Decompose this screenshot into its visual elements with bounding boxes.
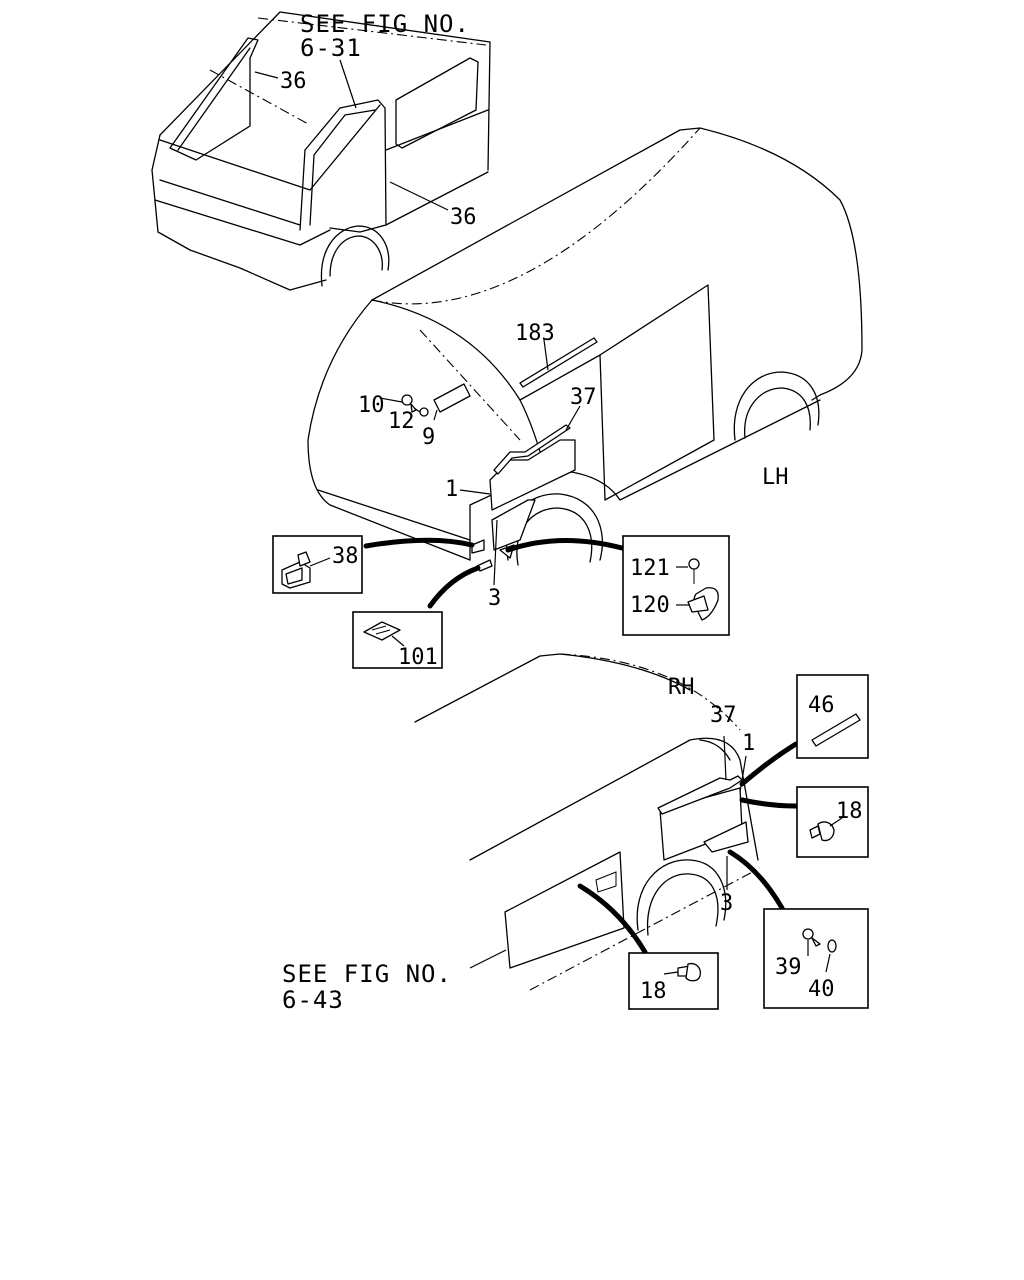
label-lh: LH <box>762 465 789 490</box>
callout-36a: 36 <box>280 69 307 94</box>
detail-box-39-40 <box>763 908 869 1009</box>
detail-box-46 <box>796 674 869 759</box>
ref-bottom-line1: SEE FIG NO. <box>282 960 452 988</box>
callout-38: 38 <box>332 544 359 569</box>
callout-46: 46 <box>808 693 835 718</box>
callout-36b: 36 <box>450 205 477 230</box>
callout-183: 183 <box>515 321 555 346</box>
callout-3b: 3 <box>720 891 733 916</box>
callout-18b: 18 <box>640 979 667 1004</box>
callout-39: 39 <box>775 955 802 980</box>
callout-3a: 3 <box>488 586 501 611</box>
connector-18a <box>739 797 799 809</box>
detail-box-121-120 <box>622 535 730 636</box>
callout-10: 10 <box>358 393 385 418</box>
detail-box-38 <box>272 535 363 594</box>
callout-18a: 18 <box>836 799 863 824</box>
van-lh-view <box>307 127 863 586</box>
callout-120: 120 <box>630 593 670 618</box>
ref-top-line1: SEE FIG NO. <box>300 10 470 38</box>
detail-box-18a <box>796 786 869 858</box>
connector-38 <box>363 537 475 549</box>
callout-101: 101 <box>398 645 438 670</box>
callout-37b: 37 <box>710 703 737 728</box>
callout-40: 40 <box>808 977 835 1002</box>
van-rh-view <box>414 653 761 991</box>
callout-37a: 37 <box>570 385 597 410</box>
cab-view <box>151 11 491 291</box>
callout-121: 121 <box>630 556 670 581</box>
ref-top-line2: 6-31 <box>300 34 362 62</box>
label-rh: RH <box>668 675 695 700</box>
connector-39 <box>727 849 785 911</box>
callout-9: 9 <box>422 425 435 450</box>
detail-box-18b <box>628 952 719 1010</box>
connector-18b <box>577 883 648 955</box>
callout-1b: 1 <box>742 731 755 756</box>
detail-box-101 <box>352 611 443 669</box>
callout-1a: 1 <box>445 477 458 502</box>
ref-bottom-line2: 6-43 <box>282 986 344 1014</box>
connector-120 <box>505 537 625 553</box>
connector-46 <box>739 741 799 787</box>
callout-12: 12 <box>388 409 415 434</box>
connector-101 <box>427 565 481 609</box>
